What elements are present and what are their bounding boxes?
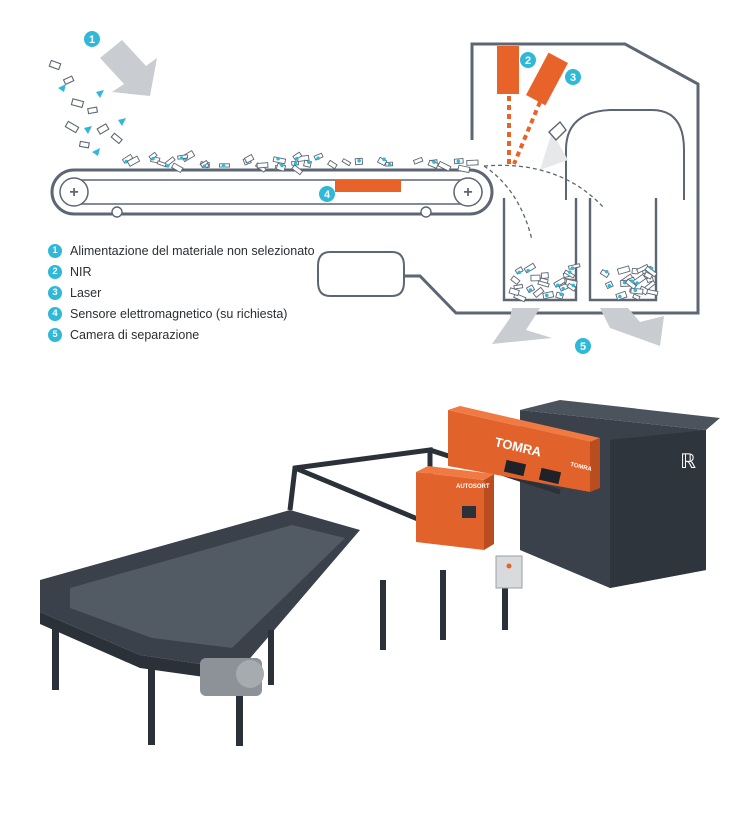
drive-pulley-right <box>453 177 483 207</box>
feed-arrow <box>100 40 157 96</box>
output-arrow-right <box>600 308 664 346</box>
legend-item-5: 5 Camera di separazione <box>48 324 348 345</box>
cabinet-display <box>462 506 476 518</box>
legend-number: 1 <box>48 243 62 258</box>
svg-text:4: 4 <box>324 189 331 201</box>
marker-5: 5 <box>575 338 591 354</box>
bin-accepted <box>588 198 658 302</box>
sorting-process-diagram: + + 1 2 3 4 5 <box>48 31 700 354</box>
marker-3: 3 <box>565 69 581 85</box>
legend-item-1: 1 Alimentazione del materiale non selezio… <box>48 240 348 261</box>
electromagnetic-sensor <box>335 180 401 192</box>
legend-label: Camera di separazione <box>70 327 200 342</box>
svg-text:5: 5 <box>580 341 586 353</box>
material-on-belt <box>121 150 479 176</box>
falling-material <box>48 59 123 149</box>
svg-text:1: 1 <box>89 34 95 46</box>
air-tank <box>317 251 405 297</box>
marker-1: 1 <box>84 31 100 47</box>
laser-sensor <box>526 52 568 106</box>
control-cabinet <box>416 472 484 550</box>
brand-logo-icon: ℝ <box>680 451 696 473</box>
conveyor-surface <box>70 525 345 648</box>
legend-item-2: 2 NIR <box>48 261 348 282</box>
legend-item-3: 3 Laser <box>48 282 348 303</box>
nir-sensor <box>497 46 519 94</box>
idler-roller-right <box>420 206 432 218</box>
idler-roller-left <box>111 206 123 218</box>
ejector-nozzle <box>548 120 567 142</box>
sensor-unit-brand-small: TOMRA <box>570 462 593 473</box>
legend-label: Sensore elettromagnetico (su richiesta) <box>70 306 288 321</box>
marker-2: 2 <box>520 52 536 68</box>
svg-text:3: 3 <box>570 72 576 84</box>
marker-4: 4 <box>319 186 335 202</box>
output-arrow-left <box>492 308 552 344</box>
legend: 1 Alimentazione del materiale non selezio… <box>48 240 348 345</box>
conveyor-belt <box>50 168 494 216</box>
electrical-box <box>495 555 523 589</box>
cabinet-product-label: AUTOSORT <box>456 484 490 490</box>
legend-number: 2 <box>48 264 62 279</box>
legend-item-4: 4 Sensore elettromagnetico (su richiesta) <box>48 303 348 324</box>
bin-rejected <box>502 198 578 302</box>
legend-number: 5 <box>48 327 62 342</box>
air-jet <box>540 132 568 170</box>
legend-label: Laser <box>70 285 102 300</box>
drive-pulley-left <box>59 177 89 207</box>
svg-text:2: 2 <box>525 55 531 67</box>
legend-label: Alimentazione del materiale non selezion… <box>70 243 315 258</box>
legend-number: 3 <box>48 285 62 300</box>
legend-number: 4 <box>48 306 62 321</box>
svg-text:+: + <box>69 184 78 201</box>
binned-material <box>508 262 659 303</box>
legend-label: NIR <box>70 264 92 279</box>
separation-chamber <box>405 42 700 315</box>
svg-text:+: + <box>463 184 472 201</box>
sorting-machine-illustration: ℝ TOMRA TOMRA AUTOSORT <box>40 400 720 746</box>
